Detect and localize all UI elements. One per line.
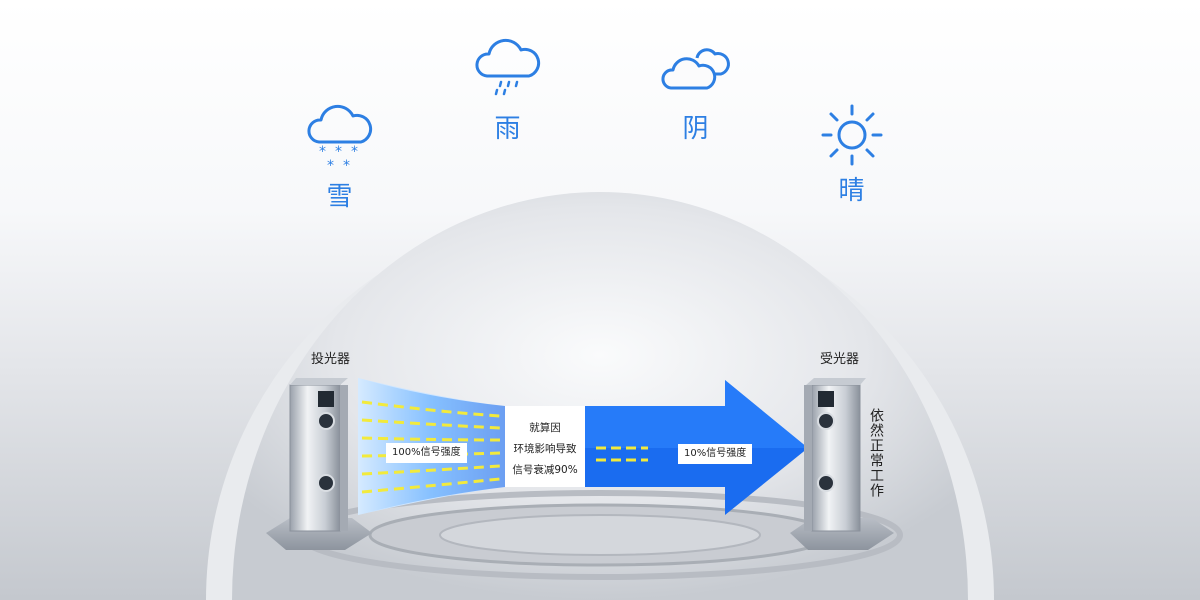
transmitter-device <box>266 378 372 550</box>
receiver-device <box>790 378 894 550</box>
weather-sunny: 晴 <box>792 100 912 206</box>
floor-ring-inner <box>439 514 761 556</box>
sun-icon <box>821 104 883 166</box>
svg-text:*: * <box>343 158 350 174</box>
svg-text:*: * <box>335 144 342 160</box>
signal-beam-white-band <box>505 406 585 487</box>
signal-dash-lines-left <box>361 400 501 494</box>
weather-cloudy: 阴 <box>636 44 756 144</box>
attenuation-line-2: 环境影响导致 <box>513 443 577 455</box>
svg-text:*: * <box>319 144 326 160</box>
attenuation-line-3: 信号衰减90% <box>512 464 578 476</box>
attenuation-line-1: 就算因 <box>529 422 561 434</box>
attenuation-text: 就算因 环境影响导致 信号衰减90% <box>507 418 583 481</box>
svg-text:*: * <box>351 144 358 160</box>
weather-rain: 雨 <box>448 38 568 144</box>
transmitter-label: 投光器 <box>311 352 351 367</box>
snow-cloud-icon: *** ** <box>307 104 373 174</box>
signal-start-label: 100%信号强度 <box>386 443 467 463</box>
signal-arrow-highlight <box>585 380 808 448</box>
weather-label-cloudy: 阴 <box>682 114 710 144</box>
rain-cloud-icon <box>475 38 541 96</box>
signal-dash-lines-right <box>596 446 648 462</box>
weather-label-sunny: 晴 <box>838 176 866 206</box>
weather-snow: *** ** 雪 <box>280 98 400 212</box>
signal-end-label: 10%信号强度 <box>678 444 753 464</box>
svg-text:*: * <box>327 158 334 174</box>
receiver-status-label: 依然正常工作 <box>868 408 884 498</box>
receiver-label: 受光器 <box>820 352 860 367</box>
weather-label-rain: 雨 <box>494 114 522 144</box>
weather-label-snow: 雪 <box>326 182 354 212</box>
double-cloud-icon <box>661 48 730 90</box>
